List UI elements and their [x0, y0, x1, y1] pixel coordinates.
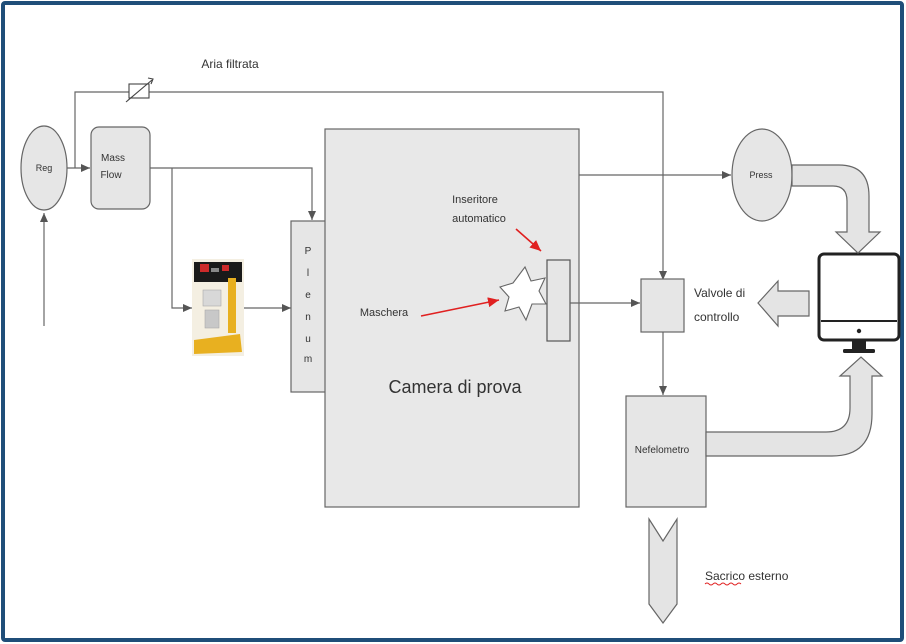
inseritore-label-2: automatico — [452, 213, 506, 225]
plenum-letter-m: m — [304, 354, 312, 365]
aerosol-generator-image — [192, 259, 244, 356]
plenum-letter-n: n — [305, 312, 311, 323]
inseritore-label-1: Inseritore — [452, 194, 498, 206]
valvole-label-2: controllo — [694, 310, 740, 324]
nefelometro-label: Nefelometro — [635, 445, 690, 456]
plenum-letter-l: l — [307, 268, 309, 279]
aria-filtrata-label: Aria filtrata — [201, 57, 259, 71]
plenum-letter-e: e — [305, 290, 311, 301]
computer-monitor-icon — [819, 254, 899, 353]
camera-label: Camera di prova — [388, 377, 522, 397]
reg-label: Reg — [36, 163, 53, 173]
valvole-label-1: Valvole di — [694, 286, 745, 300]
plenum-letter-u: u — [305, 334, 311, 345]
mass-flow-box — [91, 127, 150, 209]
mass-flow-label-1: Mass — [101, 153, 125, 164]
control-valve-box — [641, 279, 684, 332]
maschera-label: Maschera — [360, 307, 409, 319]
mass-flow-label-2: Flow — [100, 170, 122, 181]
scarico-label: Sacrico esterno — [705, 569, 789, 583]
plenum-letter-p: P — [305, 246, 312, 257]
inserter-box — [547, 260, 570, 341]
press-label: Press — [749, 170, 773, 180]
